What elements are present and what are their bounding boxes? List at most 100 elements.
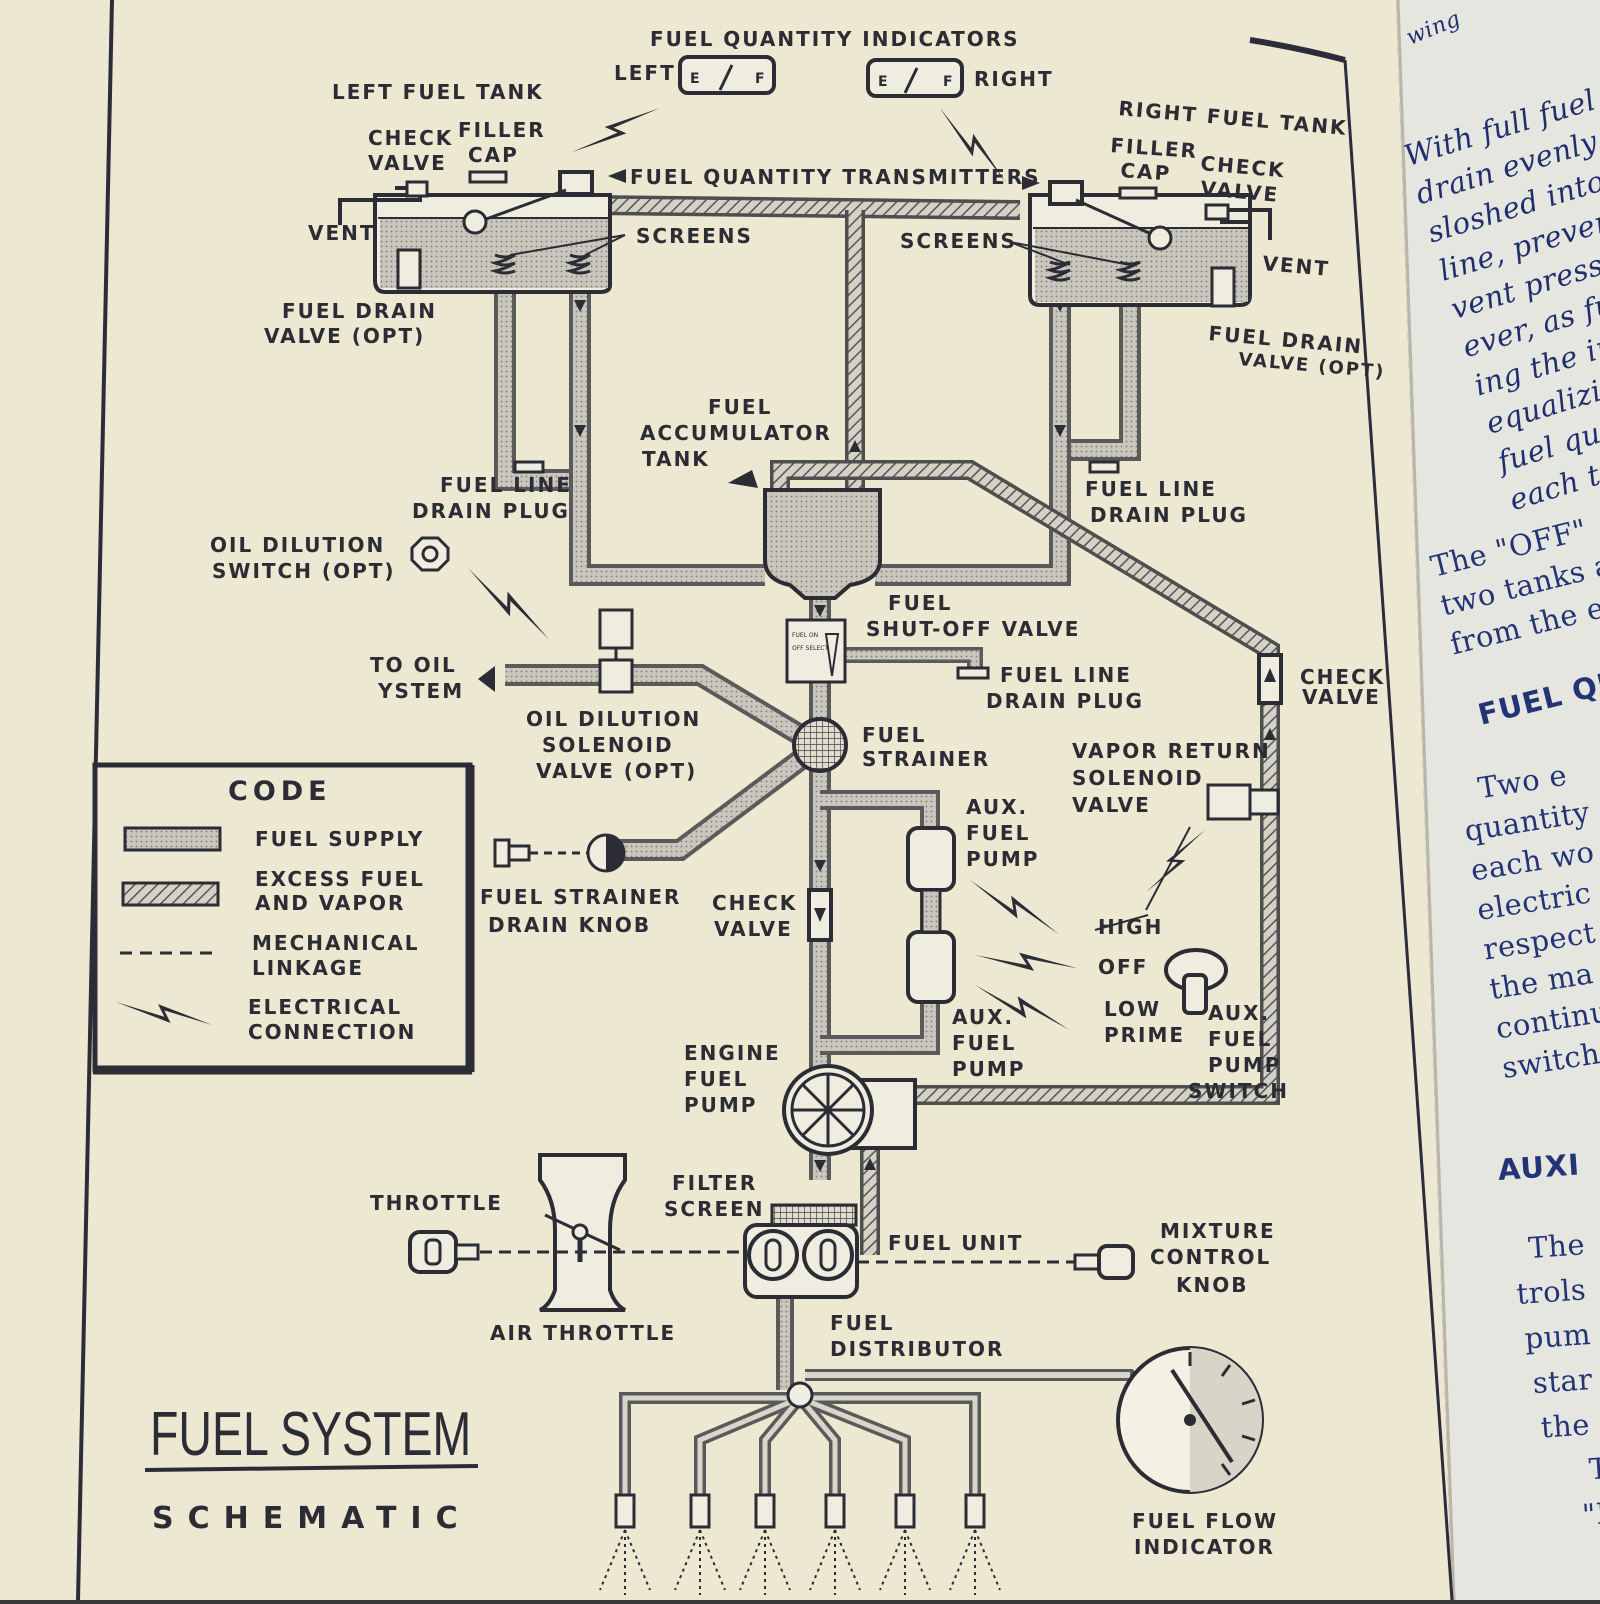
left-check-valve <box>405 180 429 198</box>
right-fuel-tank <box>1028 193 1252 307</box>
label-right-cap: CAP <box>1120 158 1172 185</box>
rp-p4-l2: trols <box>1515 1272 1587 1311</box>
legend-swatch-fuel-supply <box>123 826 222 852</box>
screen-coil-icons <box>489 253 1141 282</box>
left-fuel-quantity-gauge <box>678 55 776 95</box>
rp-p4-l5: the <box>1540 1407 1591 1444</box>
legend-title: CODE <box>228 776 332 807</box>
rp-p4-l1: The <box>1527 1227 1586 1265</box>
left-page <box>0 0 1452 1600</box>
fuel-line-drain-plug-center <box>956 666 990 680</box>
label-switch-opt: SWITCH (OPT) <box>212 559 396 583</box>
label-right: RIGHT <box>974 67 1054 91</box>
legend-mech-1: MECHANICAL <box>252 931 420 955</box>
label-aux-switch-switch: SWITCH <box>1188 1079 1289 1103</box>
label-left-drain-plug: DRAIN PLUG <box>412 499 570 523</box>
legend-elec-2: CONNECTION <box>248 1020 416 1044</box>
label-left-cap: CAP <box>468 143 519 167</box>
rp-p4-l7: "H <box>1581 1495 1600 1532</box>
label-system: YSTEM <box>377 679 464 703</box>
rp-p4-l3: pum <box>1524 1317 1592 1356</box>
label-aux-upper-pump: PUMP <box>966 847 1039 871</box>
label-left: LEFT <box>614 61 676 85</box>
left-drain-valve-icon <box>396 248 422 290</box>
fuel-distributor <box>786 1381 814 1409</box>
label-right-drain-plug: DRAIN PLUG <box>1090 503 1248 527</box>
label-aux-switch: AUX. <box>1208 1001 1270 1025</box>
fuel-lines <box>494 195 1280 1500</box>
label-screen: SCREEN <box>664 1197 765 1221</box>
vapor-return-solenoid-valve <box>1206 783 1252 821</box>
label-aux-lower-pump: PUMP <box>952 1057 1025 1081</box>
label-accumulator: ACCUMULATOR <box>640 421 832 445</box>
fuel-strainer-drain-knob[interactable] <box>493 838 531 868</box>
label-to-oil: TO OIL <box>370 653 457 677</box>
svg-text:OFF SELECTOR: OFF SELECTOR <box>792 645 837 652</box>
label-vapor-solenoid: SOLENOID <box>1072 766 1204 790</box>
label-accumulator-tank: TANK <box>642 447 710 471</box>
right-fuel-line-drain-plug <box>1088 460 1120 474</box>
svg-text:FUEL ON: FUEL ON <box>792 632 818 639</box>
label-throttle: THROTTLE <box>370 1191 503 1215</box>
left-float-icon <box>462 209 488 235</box>
right-gauge-e: E <box>878 74 890 90</box>
label-left-check-valve: VALVE <box>368 151 447 175</box>
left-fuel-line-drain-plug <box>513 460 545 474</box>
title-fuel-system: FUEL SYSTEM <box>150 1398 471 1468</box>
label-left-fuel-tank: LEFT FUEL TANK <box>332 80 544 104</box>
label-fuel-quantity-transmitters: FUEL QUANTITY TRANSMITTERS <box>630 165 1041 189</box>
label-left-valve-opt: VALVE (OPT) <box>264 324 425 348</box>
label-right-vent: VENT <box>1262 251 1331 281</box>
label-off: OFF <box>1098 955 1148 979</box>
right-check-valve <box>1204 203 1230 221</box>
label-fuel-unit: FUEL UNIT <box>888 1231 1023 1255</box>
label-distributor: DISTRIBUTOR <box>830 1337 1004 1361</box>
aux-fuel-pump-lower <box>906 930 956 1004</box>
to-oil-arrow-icon <box>478 666 495 692</box>
rp-heading2: AUXI <box>1497 1147 1581 1187</box>
rp-p4-l6: T <box>1588 1451 1600 1486</box>
label-solenoid-valve-opt: VALVE (OPT) <box>536 759 697 783</box>
label-aux-lower-fuel: FUEL <box>952 1031 1016 1055</box>
left-gauge-f: F <box>755 71 767 87</box>
label-high: HIGH <box>1098 915 1163 939</box>
left-filler-cap <box>468 170 508 184</box>
fuel-accumulator-tank <box>763 488 882 600</box>
label-vapor-return: VAPOR RETURN <box>1072 739 1271 763</box>
right-quantity-transmitter <box>1048 180 1084 206</box>
label-left-fuel-line: FUEL LINE <box>440 473 572 497</box>
right-filler-cap <box>1118 186 1158 200</box>
mixture-control-knob[interactable] <box>1073 1244 1135 1280</box>
label-left-fuel-drain: FUEL DRAIN <box>282 299 437 323</box>
oil-dilution-switch-icon[interactable] <box>410 536 450 572</box>
legend-box: CODE FUEL SUPPLY EXCESS FUEL AND VAPOR M… <box>92 762 475 1075</box>
label-mixture: MIXTURE <box>1160 1219 1276 1243</box>
label-oil-dilution-solenoid: OIL DILUTION <box>526 707 701 731</box>
fuel-flow-indicator-gauge <box>1116 1346 1264 1494</box>
label-vapor-check: CHECK <box>1300 665 1385 689</box>
label-shutoff-valve: SHUT-OFF VALVE <box>866 617 1080 641</box>
label-solenoid: SOLENOID <box>542 733 674 757</box>
legend-elec-1: ELECTRICAL <box>248 995 402 1019</box>
label-oil-dilution-switch: OIL DILUTION <box>210 533 385 557</box>
diagram-labels: FUEL QUANTITY INDICATORS LEFT RIGHT E F … <box>210 27 1386 1559</box>
legend-excess-1: EXCESS FUEL <box>255 867 425 891</box>
throttle-knob[interactable] <box>408 1230 480 1274</box>
label-fuel-quantity-indicators: FUEL QUANTITY INDICATORS <box>650 27 1020 51</box>
label-aux-switch-fuel: FUEL <box>1208 1027 1272 1051</box>
label-aux-upper-fuel: FUEL <box>966 821 1030 845</box>
label-knob: KNOB <box>1176 1273 1248 1297</box>
rp-p4-l4: star <box>1532 1362 1594 1400</box>
aux-fuel-pump-switch[interactable] <box>1164 948 1228 1015</box>
label-fuel-strainer: FUEL STRAINER <box>480 885 681 909</box>
label-aux-lower: AUX. <box>952 1005 1014 1029</box>
right-fuel-quantity-gauge <box>866 58 964 98</box>
legend-mech-2: LINKAGE <box>252 956 364 980</box>
label-center-drain-plug: DRAIN PLUG <box>986 689 1144 713</box>
label-check-valve: VALVE <box>714 917 793 941</box>
label-right-fuel-line: FUEL LINE <box>1085 477 1217 501</box>
fuel-strainer <box>792 717 848 773</box>
schematic-title: FUEL SYSTEM SCHEMATIC <box>144 1398 479 1536</box>
